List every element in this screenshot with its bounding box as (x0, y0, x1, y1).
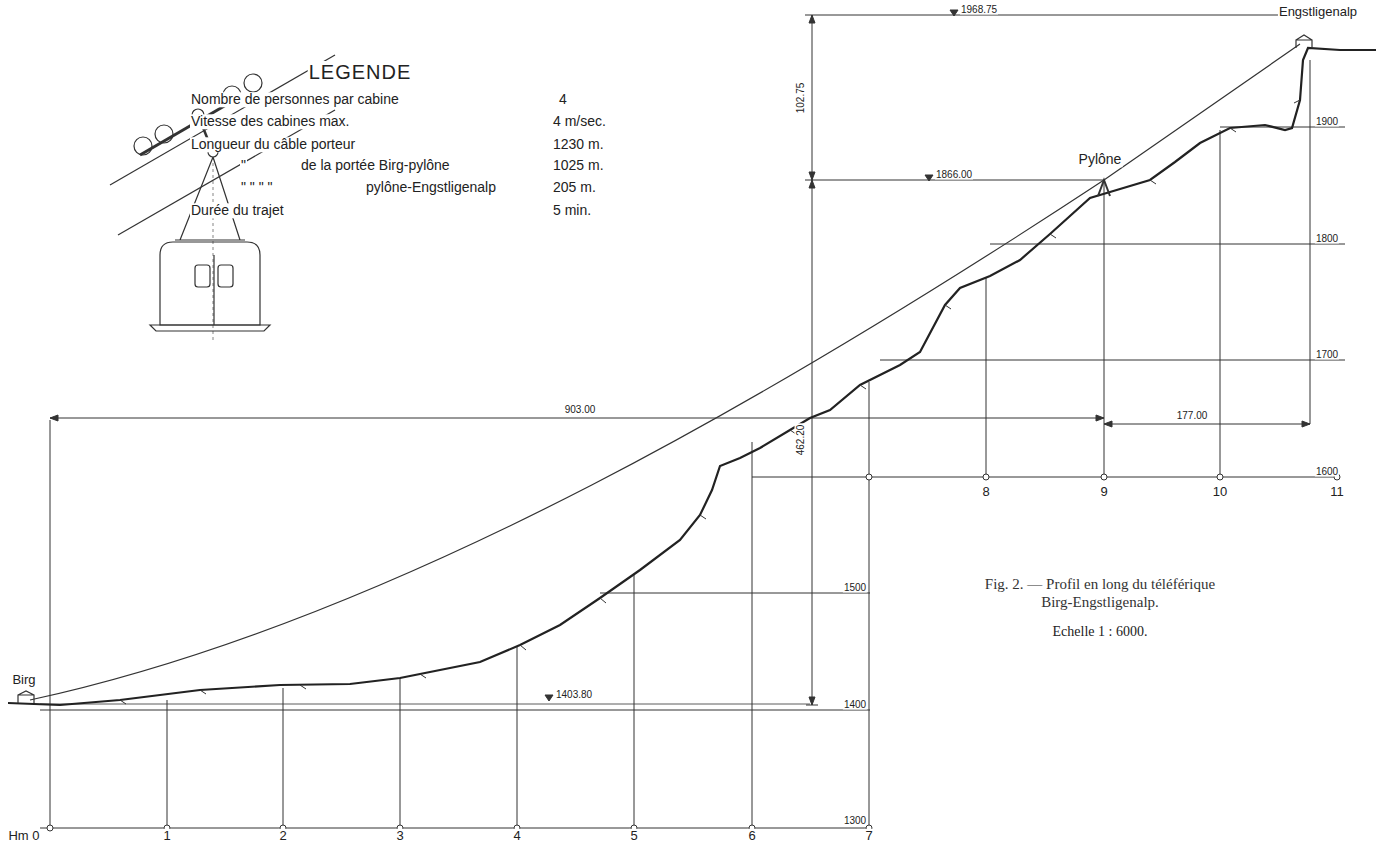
hectometre-mark: 8 (981, 485, 990, 499)
dimension-value: 1866.00 (935, 169, 973, 180)
hectometre-mark: 4 (512, 829, 521, 843)
hectometre-mark: 11 (1329, 485, 1345, 499)
dimension-value: 903.00 (564, 404, 597, 415)
elevation-value: 1300 (843, 815, 867, 826)
birg-station (18, 691, 34, 703)
hectometre-mark: 3 (395, 829, 404, 843)
elevation-value: 1600 (1315, 466, 1339, 477)
legend-table-cell: 1025 m. (552, 158, 605, 173)
place-name: Engstligenalp (1278, 5, 1358, 19)
dimension-value: 102.75 (795, 82, 806, 115)
legend-table-cell: Durée du trajet (190, 203, 285, 218)
legend-table-cell: Nombre de personnes par cabine (190, 92, 400, 107)
terrain-profile (8, 48, 1376, 705)
baseline-axis (752, 477, 1340, 478)
hectometre-mark: 6 (747, 829, 756, 843)
legend-table-cell: LEGENDE (308, 61, 413, 83)
legend-table-cell: Vitesse des cabines max. (190, 114, 351, 129)
scale-note: Echelle 1 : 6000. (1052, 624, 1149, 639)
legend-table-cell: 5 min. (552, 203, 592, 218)
legend-table-cell: 205 m. (552, 180, 597, 195)
terrain-hatch (120, 100, 1300, 704)
place-name: Birg (11, 673, 36, 687)
hectometre-mark: 7 (864, 829, 873, 843)
legend-table-cell: 1230 m. (552, 137, 605, 152)
legend-table-cell: pylône-Engstligenalp (365, 180, 497, 195)
legend-table-cell: " " " " (240, 180, 274, 195)
dimension-value: 1403.80 (555, 689, 593, 700)
station-lines (50, 130, 1220, 828)
elevation-line (990, 244, 1345, 245)
place-name: Pylône (1078, 152, 1123, 167)
legend-table-cell: 4 m/sec. (552, 114, 607, 129)
elevation-value: 1900 (1315, 116, 1339, 127)
hectometre-mark: 1 (162, 829, 171, 843)
engstligenalp-station (1296, 35, 1312, 48)
hectometre-mark: 5 (629, 829, 638, 843)
elevation-value: 1500 (843, 582, 867, 593)
figure-caption: Fig. 2. — Profil en long du téléférique … (970, 575, 1230, 611)
elevation-value: 1700 (1315, 349, 1339, 360)
hectometre-mark: 2 (278, 829, 287, 843)
elevation-line (600, 593, 870, 594)
dimension-value: 462.20 (795, 424, 806, 457)
elevation-value: 1400 (843, 699, 867, 710)
legend-table-cell: de la portée Birg-pylône (300, 158, 451, 173)
dimension-value: 177.00 (1176, 410, 1209, 421)
legend-table-cell: Longueur du câble porteur (190, 137, 356, 152)
hectometre-mark: 9 (1099, 485, 1108, 499)
station-markers (47, 474, 1340, 831)
elevation-value: 1800 (1315, 233, 1339, 244)
dimension-lines (40, 10, 1310, 705)
carrying-cable (30, 44, 1300, 700)
hectometre-mark: Hm 0 (7, 829, 40, 843)
elevation-line (40, 710, 870, 711)
pylon (1098, 180, 1110, 196)
elevation-line (880, 360, 1345, 361)
hectometre-mark: 10 (1212, 485, 1228, 499)
dimension-value: 1968.75 (960, 4, 998, 15)
legend-table-cell: 4 (558, 92, 568, 107)
legend-table-cell: " (240, 158, 247, 173)
